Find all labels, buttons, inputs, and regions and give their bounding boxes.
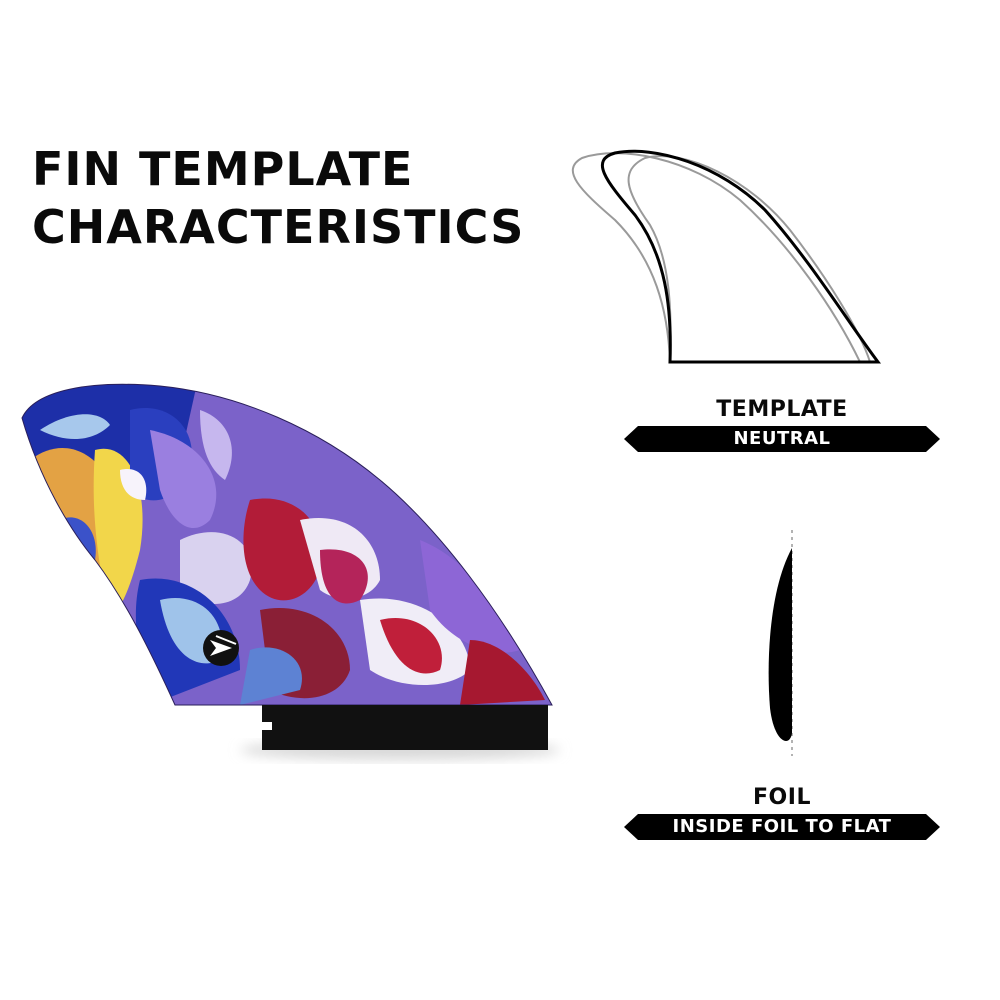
template-outline-neutral [601, 149, 882, 364]
page-title-line-2: CHARACTERISTICS [32, 200, 525, 254]
foil-profile-diagram [768, 530, 793, 756]
fin-product-image [21, 383, 560, 760]
foil-value-banner: INSIDE FOIL TO FLAT [624, 814, 940, 840]
fin-artwork [22, 384, 552, 706]
template-value: NEUTRAL [733, 428, 831, 449]
template-outline-diagram [571, 149, 882, 364]
page-title: FIN TEMPLATE CHARACTERISTICS [32, 140, 524, 256]
fin-base-tab [262, 705, 548, 750]
foil-shape [768, 548, 792, 741]
fin-edge [21, 383, 553, 706]
foil-label: FOIL [753, 785, 811, 810]
template-value-banner: NEUTRAL [624, 426, 940, 452]
template-outline-forward [571, 152, 861, 363]
template-outline-rearward [627, 155, 871, 363]
firewire-logo-icon [203, 630, 239, 666]
template-label: TEMPLATE [716, 397, 848, 422]
page-title-line-1: FIN TEMPLATE [32, 142, 414, 196]
foil-value: INSIDE FOIL TO FLAT [672, 816, 892, 837]
